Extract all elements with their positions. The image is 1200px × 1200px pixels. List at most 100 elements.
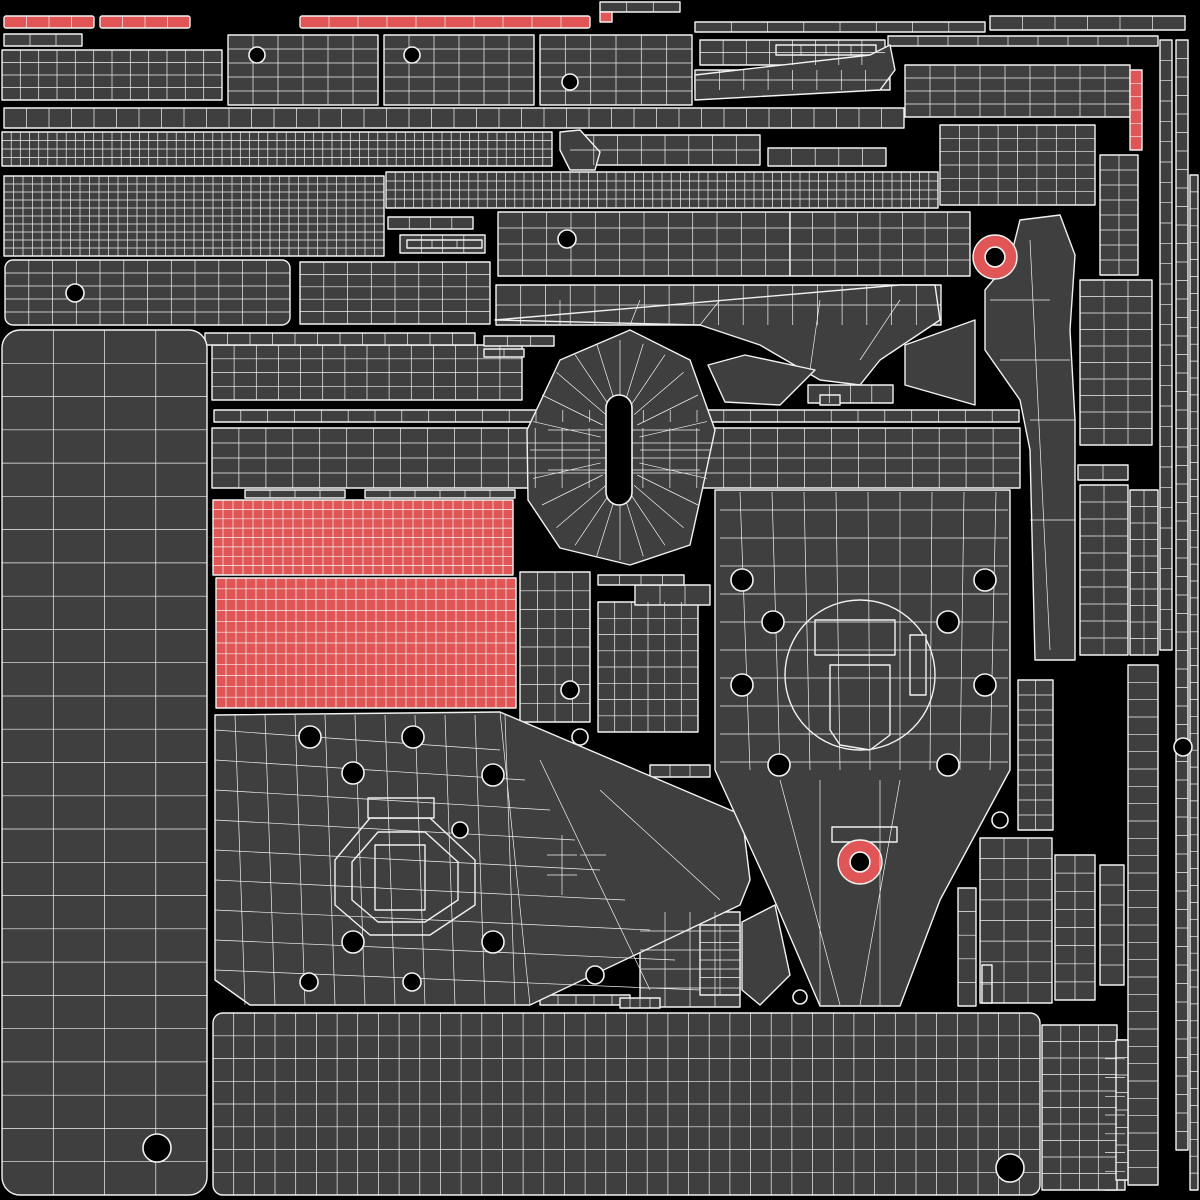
uv-wireframe-lines [1042, 1025, 1117, 1190]
uv-hole [730, 568, 754, 592]
uv-hole [298, 725, 322, 749]
uv-wireframe-lines [1018, 680, 1053, 830]
uv-holes [65, 46, 1193, 1183]
uv-wireframe-lines [1116, 1057, 1128, 1163]
uv-wireframe-lines [828, 385, 873, 403]
uv-wireframe-lines [26, 16, 72, 28]
uv-hole [401, 725, 425, 749]
uv-wireframe-lines [213, 1013, 1040, 1195]
uv-wireframe-lines [1080, 280, 1152, 445]
uv-wireframe-lines [626, 2, 654, 12]
uv-island-irregular [984, 214, 1076, 661]
uv-hole [761, 610, 785, 634]
uv-wireframe-lines [940, 125, 1095, 205]
uv-wireframe-lines [800, 45, 852, 55]
uv-slot-hole [605, 394, 633, 506]
uv-island [599, 1, 681, 13]
uv-island-irregular [741, 904, 791, 1006]
uv-island-irregular [694, 44, 896, 101]
uv-wireframe-lines [1128, 681, 1158, 1169]
uv-wireframe-lines [958, 911, 976, 983]
uv-wireframe-lines [695, 70, 890, 90]
uv-wireframe-lines [905, 65, 1130, 117]
uv-wireframe-lines [669, 765, 691, 777]
uv-island-irregular [494, 284, 941, 386]
uv-hole [560, 680, 580, 700]
uv-wireframe-lines [1176, 58, 1188, 1132]
uv-ring-hole [849, 851, 871, 873]
uv-wireframe-lines [420, 235, 465, 253]
uv-wireframe-lines [598, 602, 698, 732]
uv-wireframe-lines [700, 925, 740, 995]
uv-wireframe-lines [1100, 884, 1124, 966]
uv-island [887, 35, 1159, 47]
uv-wireframe-lines [213, 500, 513, 575]
uv-wireframe-lines [384, 35, 534, 105]
uv-hole [561, 73, 579, 91]
uv-wireframe-lines [730, 22, 950, 32]
uv-hole [481, 930, 505, 954]
uv-hole [995, 1153, 1025, 1183]
uv-hole [451, 821, 469, 839]
uv-wireframe-lines [408, 217, 453, 229]
uv-wireframe-lines [700, 40, 885, 65]
uv-hole [571, 728, 589, 746]
uv-island [649, 764, 711, 778]
uv-wireframe-lines [216, 578, 516, 708]
uv-island [406, 239, 483, 249]
uv-wireframe-lines [2, 330, 207, 1195]
uv-hole [341, 761, 365, 785]
uv-wireframe-lines [1160, 59, 1172, 631]
uv-hole [341, 930, 365, 954]
uv-wireframe-lines [1055, 855, 1095, 1000]
uv-wireframe-lines [431, 240, 458, 248]
uv-wireframe-lines [328, 16, 562, 28]
uv-wireframe-lines [2, 132, 552, 166]
uv-island [539, 994, 631, 1006]
uv-hole [481, 763, 505, 787]
uv-hole [403, 46, 421, 64]
uv-wireframe-lines [386, 172, 938, 208]
uv-wireframe-lines [506, 336, 532, 346]
uv-wireframe-lines [1100, 155, 1138, 275]
uv-wireframe-lines [269, 490, 321, 498]
uv-island [634, 584, 711, 606]
uv-wireframe-bracket [214, 239, 1075, 1006]
uv-wireframe-lines [659, 585, 686, 605]
uv-ring-hole [984, 246, 1006, 268]
uv-hole [792, 989, 808, 1005]
uv-wireframe-lines [790, 212, 970, 276]
uv-island [483, 335, 555, 347]
uv-island-irregular [904, 319, 976, 406]
uv-wireframe-lines [240, 410, 993, 422]
uv-wireframe-lines [980, 838, 1052, 1003]
uv-hole [65, 283, 85, 303]
uv-wireframe-lines [496, 285, 941, 325]
uv-hole [557, 229, 577, 249]
uv-hole [991, 811, 1009, 829]
uv-hole [142, 1133, 172, 1163]
uv-wireframe-lines [26, 108, 882, 128]
uv-island [3, 33, 83, 47]
uv-cylinder-block [374, 844, 426, 911]
uv-wireframe-lines [1105, 1058, 1125, 1172]
uv-small-block [367, 797, 435, 819]
uv-wireframe-lines [300, 262, 490, 324]
uv-wireframe-lines [212, 345, 522, 400]
uv-wireframe-lines [498, 212, 790, 276]
uv-wireframe-radial [530, 340, 710, 560]
uv-hole [585, 965, 605, 985]
uv-island [767, 147, 887, 167]
uv-wireframe-lines [520, 572, 590, 722]
uv-wireframe-lines [557, 995, 613, 1005]
uv-island [957, 887, 977, 1007]
uv-island-irregular [707, 354, 816, 406]
uv-wireframe-lines [389, 490, 491, 498]
uv-wireframe-lines [4, 176, 384, 256]
uv-wireframe-lines [2, 50, 222, 100]
uv-hole [936, 610, 960, 634]
uv-hole [973, 568, 997, 592]
uv-island [819, 394, 841, 406]
uv-hole [402, 972, 422, 992]
uv-hole [730, 673, 754, 697]
